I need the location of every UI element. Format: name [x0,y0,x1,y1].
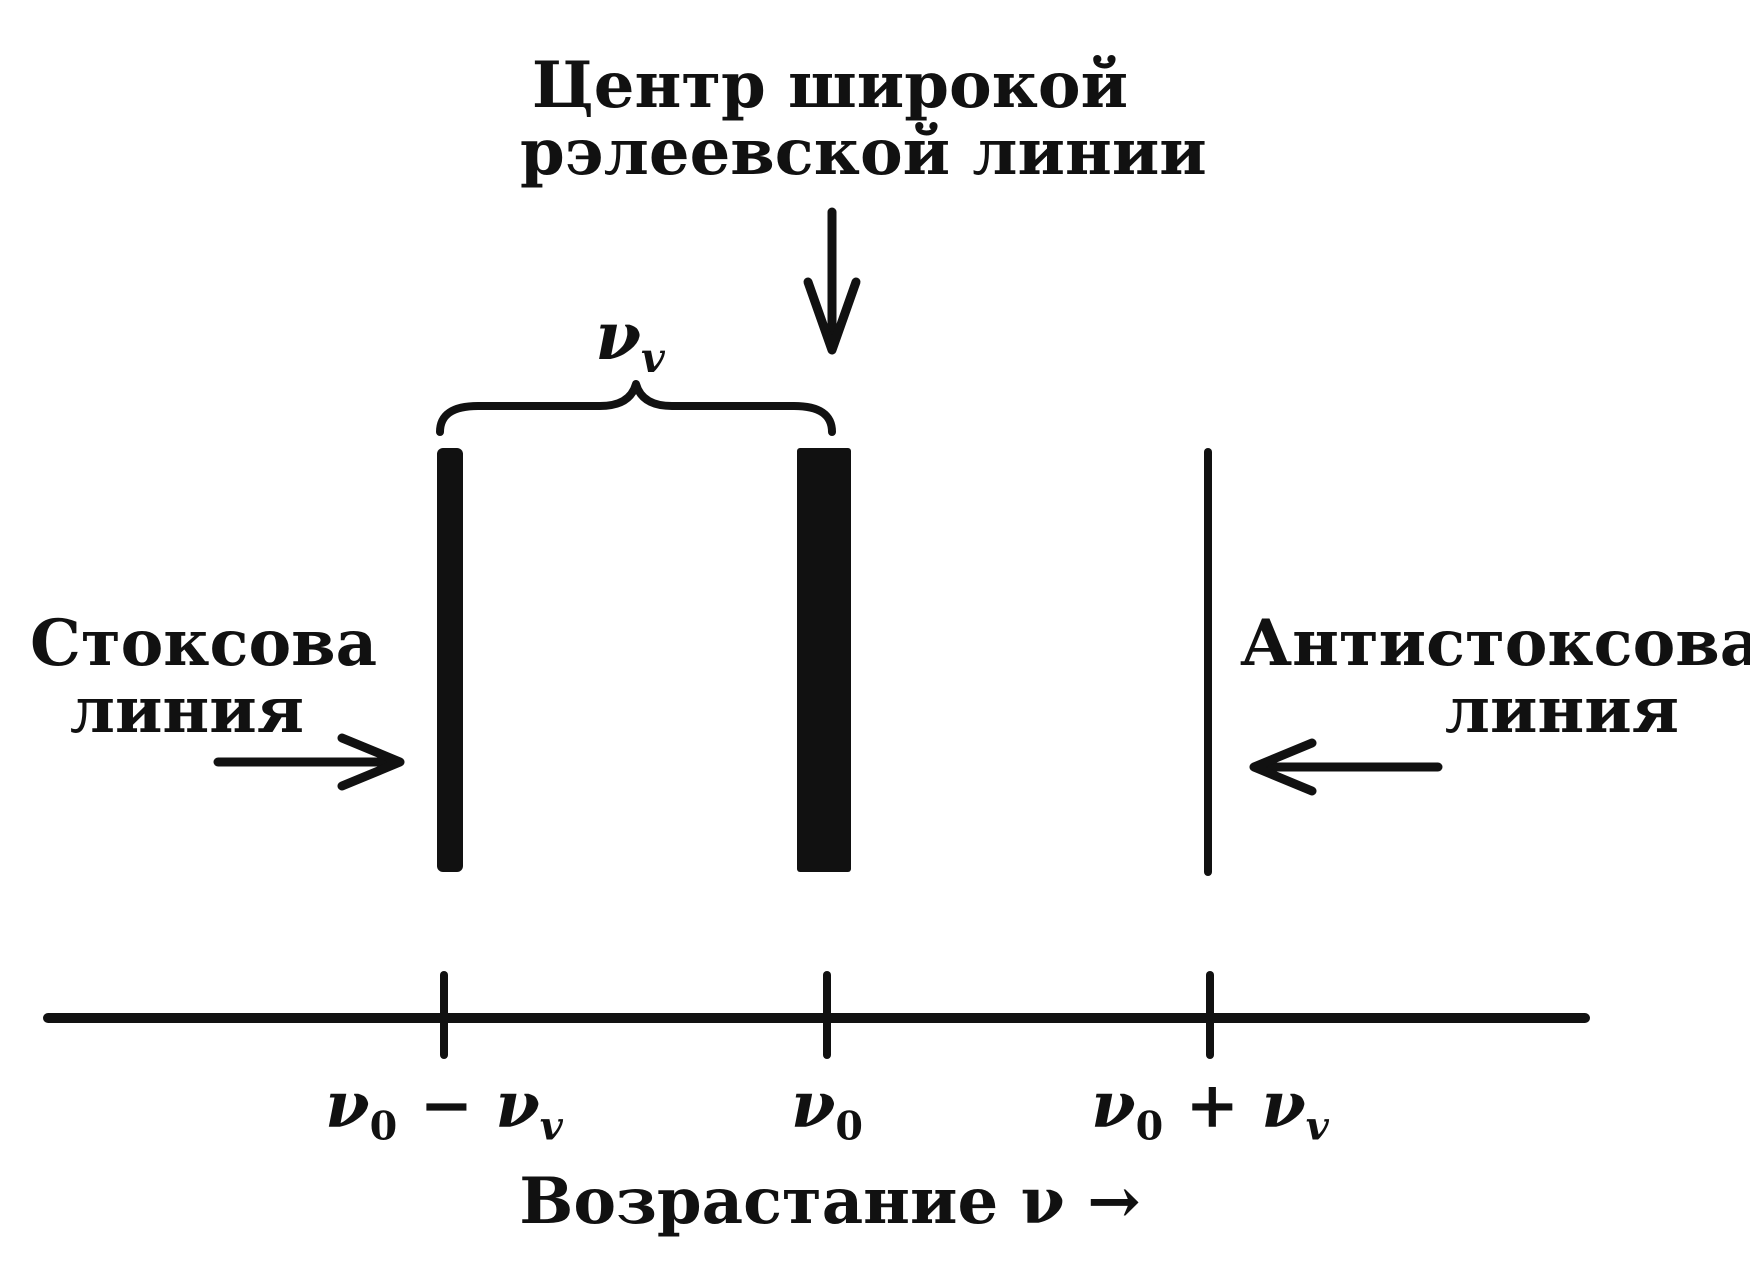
tick-label-antistokes: ν0 + νv [1091,1068,1329,1150]
rayleigh-spectral-line [797,448,851,872]
stokes-spectral-line [437,448,463,872]
rayleigh-center-line2: рэлеевской линии [520,115,1207,191]
tick-label-stokes: ν0 − νv [325,1068,563,1150]
shift-symbol: ν [595,297,641,375]
shift-label: νv [560,301,700,383]
antistokes-line1: Антистоксова [1240,606,1750,681]
tick-label-rayleigh: ν0 [790,1068,863,1150]
stokes-label: Стоксова линия [30,606,378,749]
brace-icon [436,380,836,436]
arrow-down-icon [803,207,861,355]
rayleigh-center-label: Центр широкой рэлеевской линии [520,48,1207,191]
arrow-right-icon [213,733,405,791]
rayleigh-center-line1: Центр широкой [531,48,1129,123]
shift-subscript: v [641,334,665,383]
antistokes-label: Антистоксова линия [1240,606,1750,749]
arrow-left-icon [1249,738,1443,796]
axis-title: Возрастание ν → [519,1164,1141,1239]
antistokes-line2: линия [1444,673,1679,749]
stokes-line2: линия [69,673,304,749]
stokes-line1: Стоксова [30,606,378,681]
